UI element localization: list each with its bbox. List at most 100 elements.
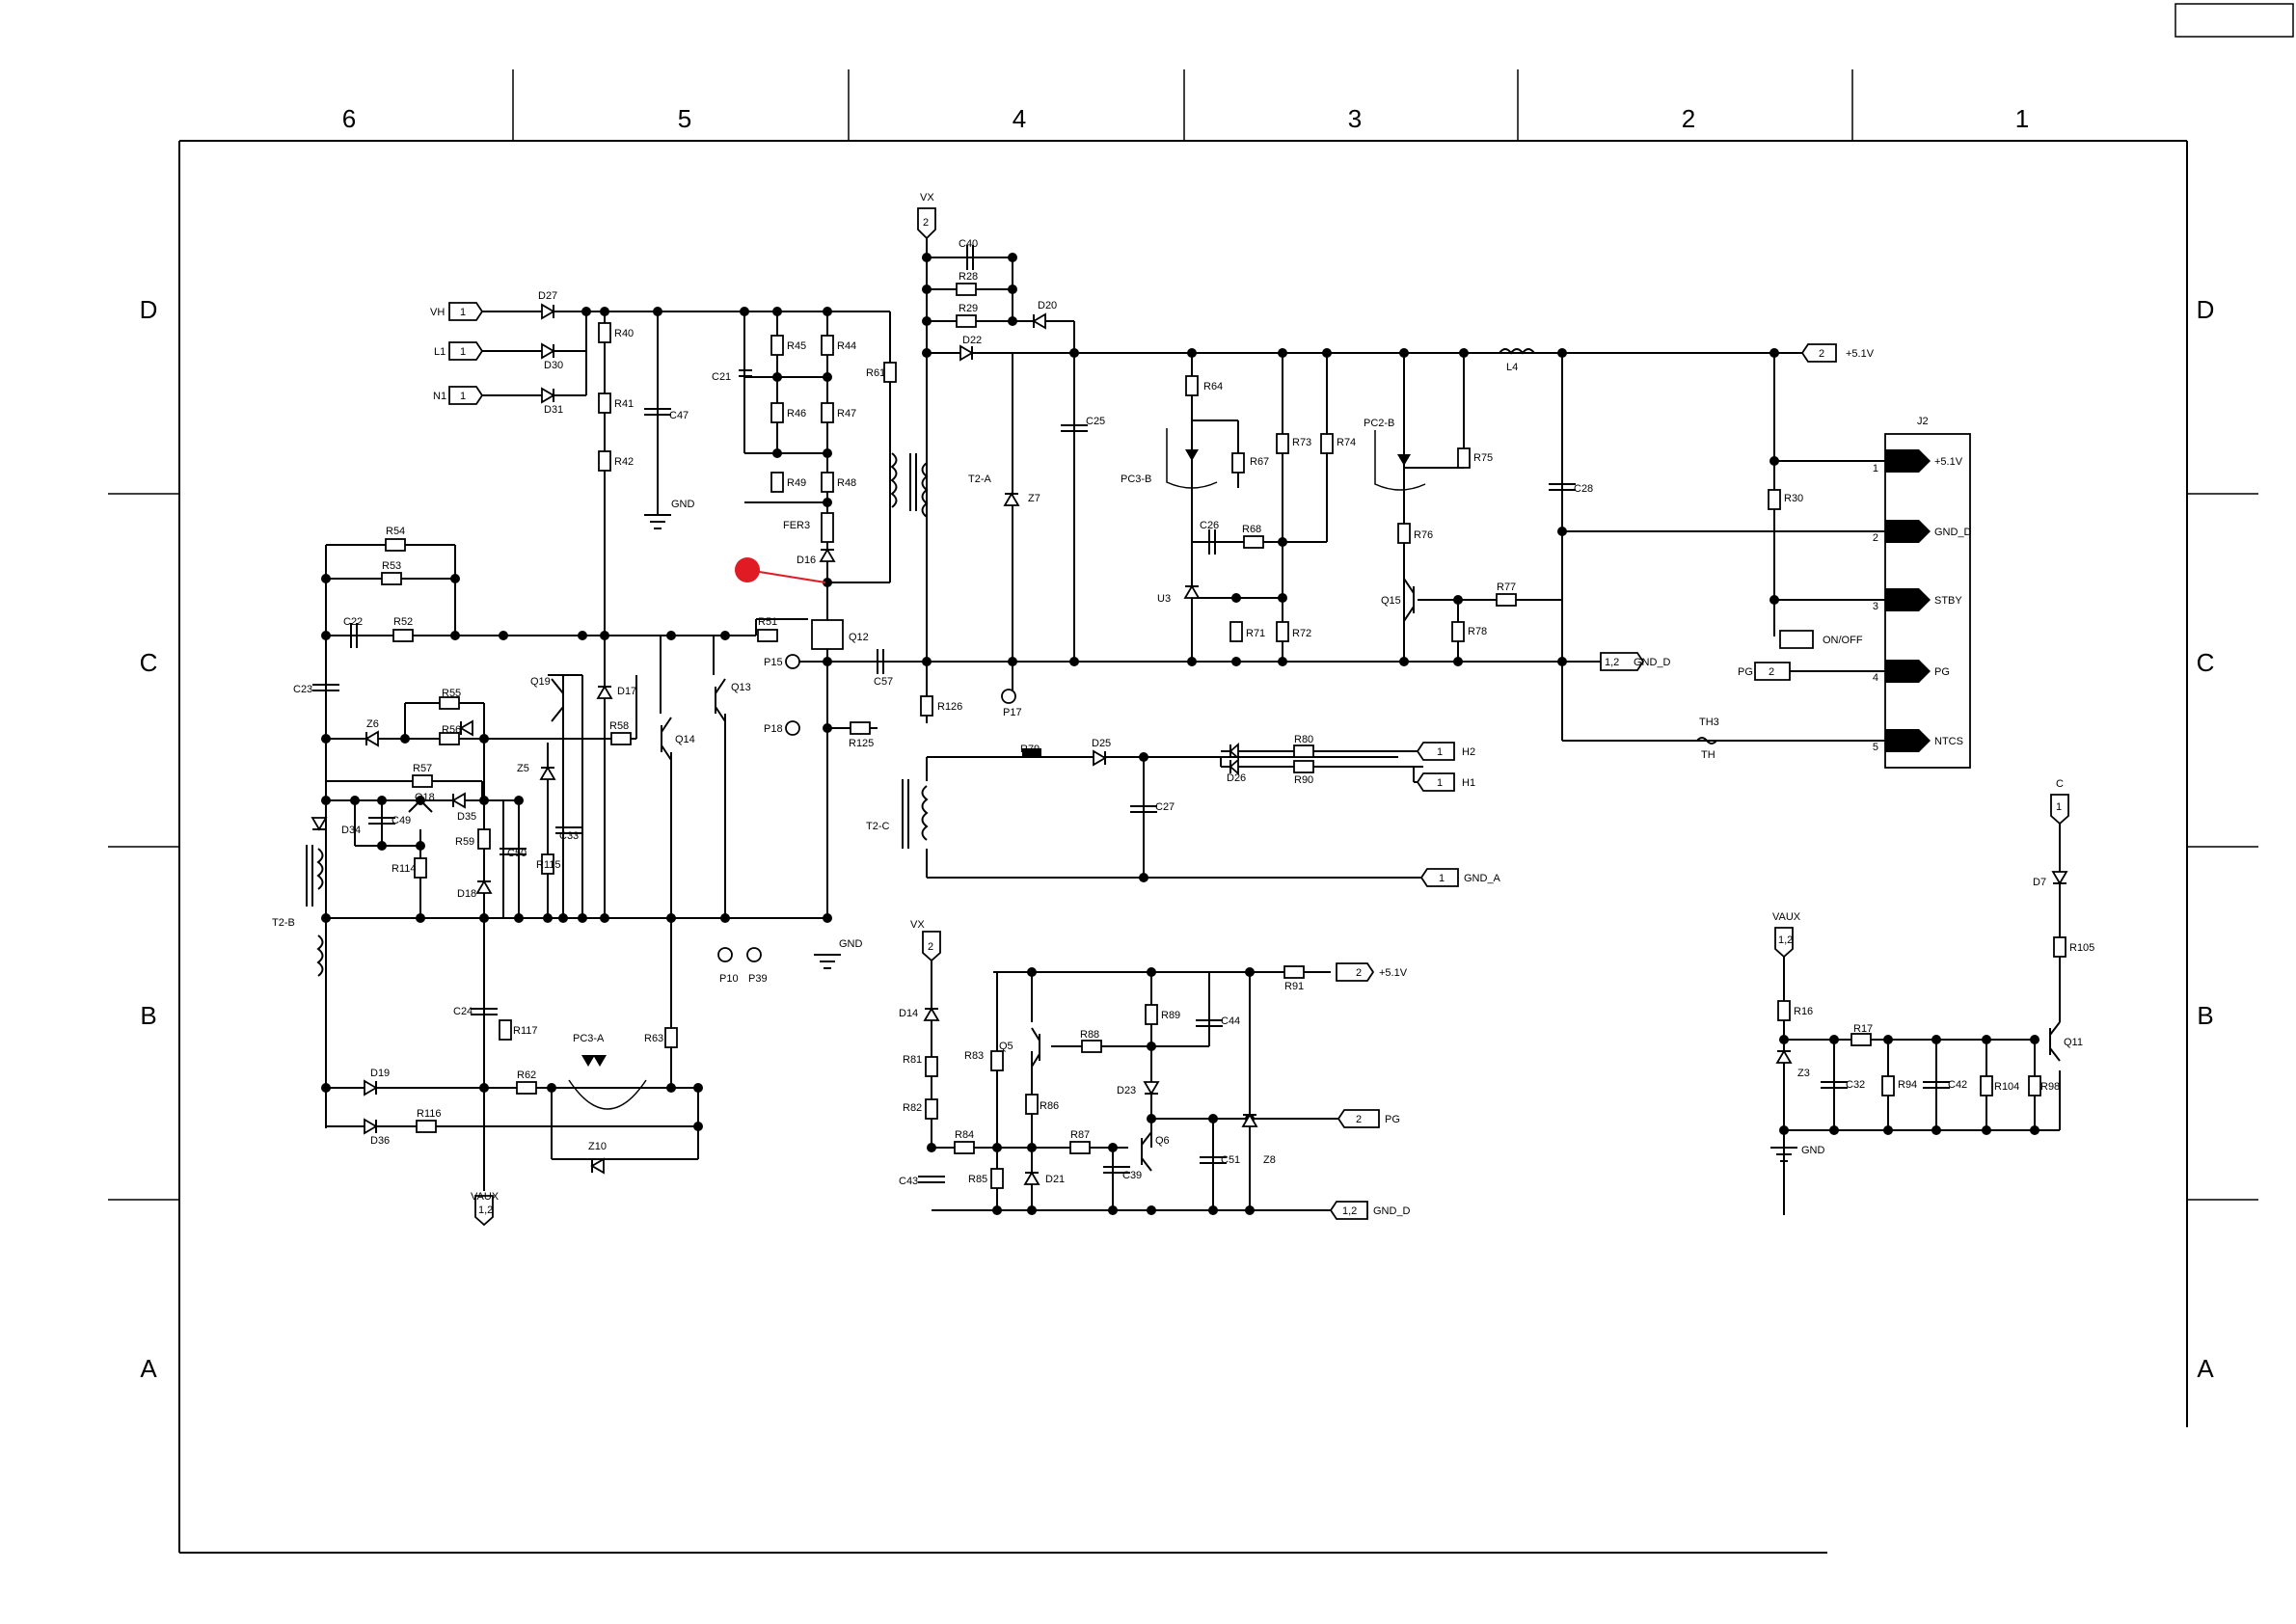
ref-r85: R85 xyxy=(968,1174,987,1185)
label-gnd-top: GND xyxy=(671,499,695,510)
j2-pin-1-num: 1 xyxy=(1873,463,1878,474)
label-j2: J2 xyxy=(1917,416,1929,427)
ref-r71: R71 xyxy=(1246,628,1265,639)
resistors xyxy=(381,283,2066,1189)
ref-r83: R83 xyxy=(964,1050,984,1062)
ref-r16: R16 xyxy=(1794,1006,1813,1017)
label-pc3a: PC3-A xyxy=(573,1033,605,1044)
ref-q19: Q19 xyxy=(530,676,551,688)
junctions xyxy=(321,253,2039,1215)
pin-gnd-d-mid: 1,2 xyxy=(1605,657,1619,668)
label-on-off: ON/OFF xyxy=(1823,635,1863,646)
j2-pin-2-label: GND_D xyxy=(1934,527,1972,538)
ref-r76: R76 xyxy=(1414,529,1433,541)
ref-r29: R29 xyxy=(959,303,978,314)
zone-col-5: 5 xyxy=(678,104,691,133)
zone-row-d-right: D xyxy=(2197,295,2215,324)
ref-r114: R114 xyxy=(392,863,416,875)
ref-r42: R42 xyxy=(614,456,634,468)
zone-col-3: 3 xyxy=(1348,104,1362,133)
ref-r72: R72 xyxy=(1292,628,1311,639)
ref-r57: R57 xyxy=(413,763,432,774)
ref-r48: R48 xyxy=(837,477,856,489)
ref-r17: R17 xyxy=(1853,1023,1873,1035)
pin-c-top: 1 xyxy=(2056,801,2062,813)
ref-q11: Q11 xyxy=(2064,1037,2083,1048)
label-gnd-right: GND xyxy=(1801,1145,1825,1156)
ref-r54: R54 xyxy=(386,526,405,537)
ref-r45: R45 xyxy=(787,340,806,352)
j2-pin-1-label: +5.1V xyxy=(1934,456,1963,468)
block-labels: GND GND GND T2-A T2-B T2-C PC3-A PC3-B P… xyxy=(272,362,1825,1156)
ref-p39: P39 xyxy=(748,973,768,985)
ref-d34: D34 xyxy=(341,825,361,836)
ref-z3: Z3 xyxy=(1797,1068,1810,1079)
ref-r55: R55 xyxy=(442,688,461,699)
j2-labels: J2 1 +5.1V 2 GND_D 3 STBY 4 PG 5 NTCS xyxy=(1873,416,1972,753)
ref-z6: Z6 xyxy=(366,718,379,730)
ref-d20: D20 xyxy=(1038,300,1057,311)
label-5v1-bottom: +5.1V xyxy=(1379,967,1408,979)
ref-r68: R68 xyxy=(1242,524,1261,535)
zone-row-b-left: B xyxy=(140,1001,156,1030)
ref-q6: Q6 xyxy=(1155,1135,1170,1147)
ref-c47: C47 xyxy=(669,410,689,421)
ref-d14: D14 xyxy=(899,1008,918,1019)
ref-r91: R91 xyxy=(1284,981,1304,992)
zone-col-4: 4 xyxy=(1013,104,1026,133)
label-vaux-left: VAUX xyxy=(471,1191,500,1203)
connector-j2 xyxy=(1884,433,1971,769)
label-5v1-top: +5.1V xyxy=(1846,348,1875,360)
ref-p17: P17 xyxy=(1003,707,1022,718)
ref-r90: R90 xyxy=(1294,774,1313,786)
ref-p15: P15 xyxy=(764,657,783,668)
ref-c42: C42 xyxy=(1948,1079,1967,1091)
label-gnd-mid: GND xyxy=(839,938,863,950)
label-t2a: T2-A xyxy=(968,474,992,485)
ref-c57: C57 xyxy=(874,676,893,688)
ref-c27: C27 xyxy=(1155,801,1175,813)
ref-r30: R30 xyxy=(1784,493,1803,504)
label-u3: U3 xyxy=(1157,593,1171,605)
test-points xyxy=(717,654,1016,962)
label-pg-out: PG xyxy=(1385,1114,1400,1125)
ref-r105: R105 xyxy=(2069,942,2094,954)
ref-c25: C25 xyxy=(1086,416,1105,427)
label-l4: L4 xyxy=(1506,362,1518,373)
ref-z7: Z7 xyxy=(1028,493,1040,504)
ref-d31: D31 xyxy=(544,404,563,416)
label-gnd-d-mid: GND_D xyxy=(1634,657,1671,668)
ref-q14: Q14 xyxy=(675,734,695,745)
ref-r80: R80 xyxy=(1294,734,1313,745)
pin-gnd-a: 1 xyxy=(1439,873,1445,884)
j2-pin-3-num: 3 xyxy=(1873,601,1878,612)
ref-c26: C26 xyxy=(1200,520,1219,531)
ref-d16: D16 xyxy=(797,555,816,566)
label-gnd-a: GND_A xyxy=(1464,873,1501,884)
ref-d22: D22 xyxy=(962,335,982,346)
ref-r78: R78 xyxy=(1468,626,1487,637)
pin-vaux-left: 1,2 xyxy=(478,1204,493,1216)
ref-d26: D26 xyxy=(1227,772,1246,784)
ref-r79: R79 xyxy=(1020,744,1040,755)
ref-r56: R56 xyxy=(442,724,461,736)
label-n1: N1 xyxy=(433,391,446,402)
ref-r52: R52 xyxy=(393,616,413,628)
magnetics xyxy=(306,348,1717,977)
ref-r81: R81 xyxy=(903,1054,922,1066)
ref-r74: R74 xyxy=(1337,437,1356,448)
ref-r89: R89 xyxy=(1161,1010,1180,1021)
pin-vh: 1 xyxy=(460,307,466,318)
label-fer3: FER3 xyxy=(783,520,810,531)
ref-z8: Z8 xyxy=(1263,1154,1276,1166)
ref-c44: C44 xyxy=(1221,1015,1240,1027)
label-vx-top: VX xyxy=(920,192,934,203)
ref-r40: R40 xyxy=(614,328,634,339)
ref-r67: R67 xyxy=(1250,456,1269,468)
ground-symbols xyxy=(644,514,1797,1162)
pin-pg-in: 2 xyxy=(1769,666,1774,678)
zone-col-6: 6 xyxy=(342,104,356,133)
label-q12: Q12 xyxy=(849,632,869,643)
ref-c33: C33 xyxy=(559,830,579,842)
ref-r98: R98 xyxy=(2040,1081,2060,1093)
